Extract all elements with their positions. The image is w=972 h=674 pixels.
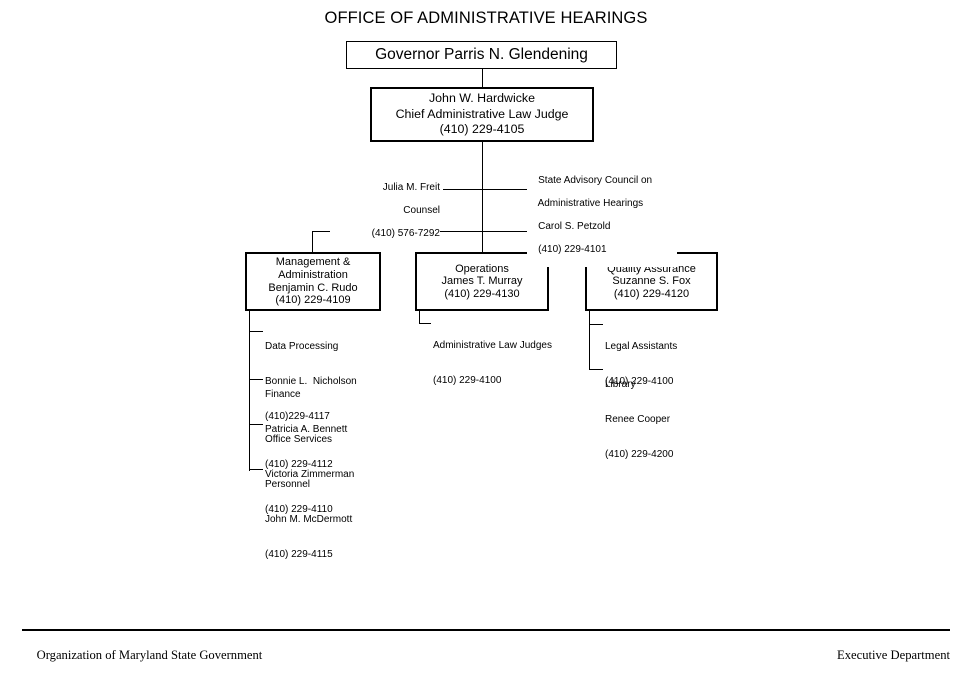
footer-left: Organization of Maryland State Governmen… (24, 633, 263, 674)
subunit-library: Library Renee Cooper (410) 229-4200 (605, 356, 673, 484)
connector-governor-to-chief (482, 69, 483, 87)
staff-advisory-council: State Advisory Council on Administrative… (527, 163, 677, 268)
tick-office-services (249, 424, 263, 425)
connector-bus-to-operations (482, 231, 483, 252)
counsel-name: Julia M. Freit (382, 181, 440, 193)
personnel-name: John M. McDermott (265, 513, 353, 525)
subunit-data-processing: Data Processing Bonnie L. Nicholson (410… (265, 318, 357, 446)
library-phone: (410) 229-4200 (605, 448, 674, 460)
management-unit-line1: Management & (275, 256, 351, 269)
connector-chief-spine (482, 142, 483, 231)
quality-name: Suzanne S. Fox (612, 275, 691, 288)
management-name: Benjamin C. Rudo (268, 281, 358, 294)
node-governor: Governor Parris N. Glendening (346, 41, 617, 69)
finance-unit: Finance (265, 389, 301, 401)
advisory-title-line1: State Advisory Council on (538, 174, 653, 186)
footer-right-line1: Executive Department (837, 648, 950, 663)
data-processing-phone: (410)229-4117 (265, 410, 330, 422)
node-operations: Operations James T. Murray (410) 229-413… (415, 252, 549, 311)
counsel-role: Counsel (403, 204, 440, 216)
tick-legal-assistants (589, 324, 603, 325)
connector-bus-to-management (312, 231, 313, 252)
connector-operations-subunit-spine (419, 311, 420, 323)
node-chief-judge: John W. Hardwicke Chief Administrative L… (370, 87, 594, 142)
subunit-legal-assistants: Legal Assistants (410) 229-4100 (605, 318, 677, 411)
library-unit: Library (605, 379, 636, 391)
legal-assistants-unit: Legal Assistants (605, 341, 678, 353)
management-unit-line2: Administration (278, 268, 348, 281)
connector-management-subunit-spine (249, 311, 250, 471)
personnel-unit: Personnel (265, 479, 311, 491)
counsel-phone: (410) 576-7292 (371, 227, 440, 239)
office-services-unit: Office Services (265, 434, 333, 446)
library-name: Renee Cooper (605, 413, 671, 425)
tick-data-processing (249, 331, 263, 332)
governor-name: Governor Parris N. Glendening (375, 46, 588, 63)
office-services-name: Victoria Zimmerman (265, 468, 355, 480)
subunit-office-services: Office Services Victoria Zimmerman (410)… (265, 411, 354, 539)
operations-unit: Operations (455, 262, 509, 275)
data-processing-unit: Data Processing (265, 341, 339, 353)
data-processing-name: Bonnie L. Nicholson (265, 375, 357, 387)
staff-counsel: Julia M. Freit Counsel (410) 576-7292 (330, 170, 440, 252)
administrative-law-judges-unit: Administrative Law Judges (433, 340, 552, 352)
personnel-phone: (410) 229-4115 (265, 548, 333, 560)
chief-judge-name: John W. Hardwicke (428, 91, 536, 106)
subunit-personnel: Personnel John M. McDermott (410) 229-41… (265, 456, 352, 584)
office-services-phone: (410) 229-4110 (265, 503, 333, 515)
footer-left-line1: Organization of Maryland State Governmen… (36, 648, 263, 663)
tick-library (589, 369, 603, 370)
tick-finance (249, 379, 263, 380)
tick-administrative-law-judges (419, 323, 431, 324)
finance-name: Patricia A. Bennett (265, 423, 348, 435)
legal-assistants-phone: (410) 229-4100 (605, 375, 674, 387)
connector-staff-crossbar (443, 189, 527, 190)
subunit-finance: Finance Patricia A. Bennett (410) 229-41… (265, 366, 347, 494)
page-title: OFFICE OF ADMINISTRATIVE HEARINGS (324, 9, 648, 27)
management-phone: (410) 229-4109 (275, 294, 351, 307)
finance-phone: (410) 229-4112 (265, 458, 333, 470)
operations-name: James T. Murray (441, 275, 523, 288)
chief-judge-phone: (410) 229-4105 (439, 122, 525, 137)
node-management-administration: Management & Administration Benjamin C. … (245, 252, 381, 311)
operations-phone: (410) 229-4130 (444, 287, 520, 300)
advisory-name: Carol S. Petzold (538, 220, 611, 232)
chief-judge-role: Chief Administrative Law Judge (395, 106, 569, 121)
advisory-title-line2: Administrative Hearings (537, 197, 644, 209)
administrative-law-judges-phone: (410) 229-4100 (433, 374, 502, 386)
footer-right: Executive Department BUDREV96\DA11 (824, 633, 950, 674)
quality-phone: (410) 229-4120 (613, 287, 690, 300)
subunit-administrative-law-judges: Administrative Law Judges (410) 229-4100 (433, 317, 552, 410)
footer-divider (22, 629, 950, 631)
connector-quality-subunit-spine (589, 311, 590, 369)
advisory-phone: (410) 229-4101 (538, 244, 607, 256)
tick-personnel (249, 469, 263, 470)
